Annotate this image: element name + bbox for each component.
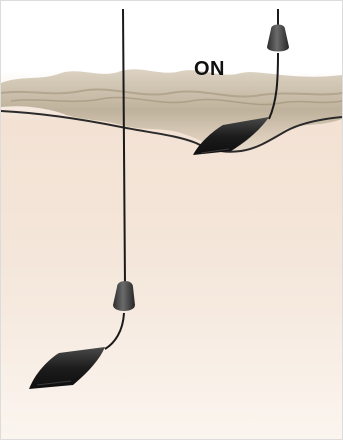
cable-weight-icon bbox=[113, 281, 135, 311]
liquid-surface bbox=[1, 69, 342, 151]
on-state-label: ON bbox=[194, 59, 225, 79]
float-switch-off bbox=[29, 9, 135, 389]
float-switch-icon bbox=[29, 347, 105, 389]
cable-weight-icon bbox=[267, 25, 289, 52]
